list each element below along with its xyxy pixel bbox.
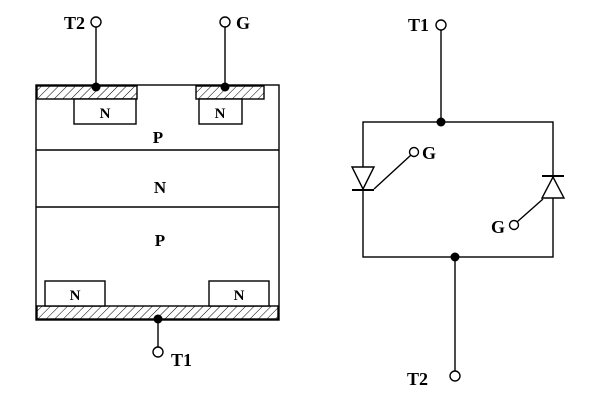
circuit-t2-terminal-label: T2 [407, 369, 428, 389]
equivalent-circuit-diagram [350, 19, 566, 382]
thyristor-left-gate-circle [408, 146, 420, 158]
metal-contact-gate [195, 85, 265, 100]
t1-terminal-circle [152, 346, 164, 358]
gate-right-label: G [491, 217, 505, 237]
p-top-layer-label: P [153, 128, 163, 147]
n-region-top-right [198, 98, 243, 125]
thyristor-right-gate-circle [508, 219, 520, 231]
circuit-loop [362, 121, 554, 258]
n-region-top-left [73, 98, 137, 125]
metal-contact-t2 [36, 85, 138, 100]
n-bottom-right-label: N [234, 288, 245, 304]
n-top-left-label: N [100, 106, 111, 122]
gate-terminal-circle [219, 16, 231, 28]
circuit-t1-terminal-circle [435, 19, 447, 31]
n-top-right-label: N [215, 106, 226, 122]
gate-left-label: G [422, 143, 436, 163]
t2-contact-dot [91, 82, 101, 92]
thyristor-left-triangle [350, 166, 376, 191]
triac-structure-diagram [35, 16, 280, 358]
n-bottom-left-label: N [70, 288, 81, 304]
thyristor-right-gate-wire [516, 198, 544, 223]
n-region-bottom-left [44, 280, 106, 307]
circuit-t2-terminal-circle [449, 370, 461, 382]
circuit-t1-terminal-label: T1 [408, 15, 429, 35]
t2-terminal-circle [90, 16, 102, 28]
n-middle-layer-label: N [154, 178, 167, 197]
t2-terminal-label: T2 [64, 13, 85, 33]
gate-contact-dot [220, 82, 230, 92]
t1-terminal-label: T1 [171, 350, 192, 370]
p-bottom-layer-label: P [155, 231, 165, 250]
gate-terminal-label: G [236, 13, 250, 33]
circuit-top-junction-dot [436, 117, 446, 127]
n-region-bottom-right [208, 280, 270, 307]
thyristor-left-gate-wire [373, 154, 412, 190]
thyristor-right-triangle [540, 175, 566, 199]
